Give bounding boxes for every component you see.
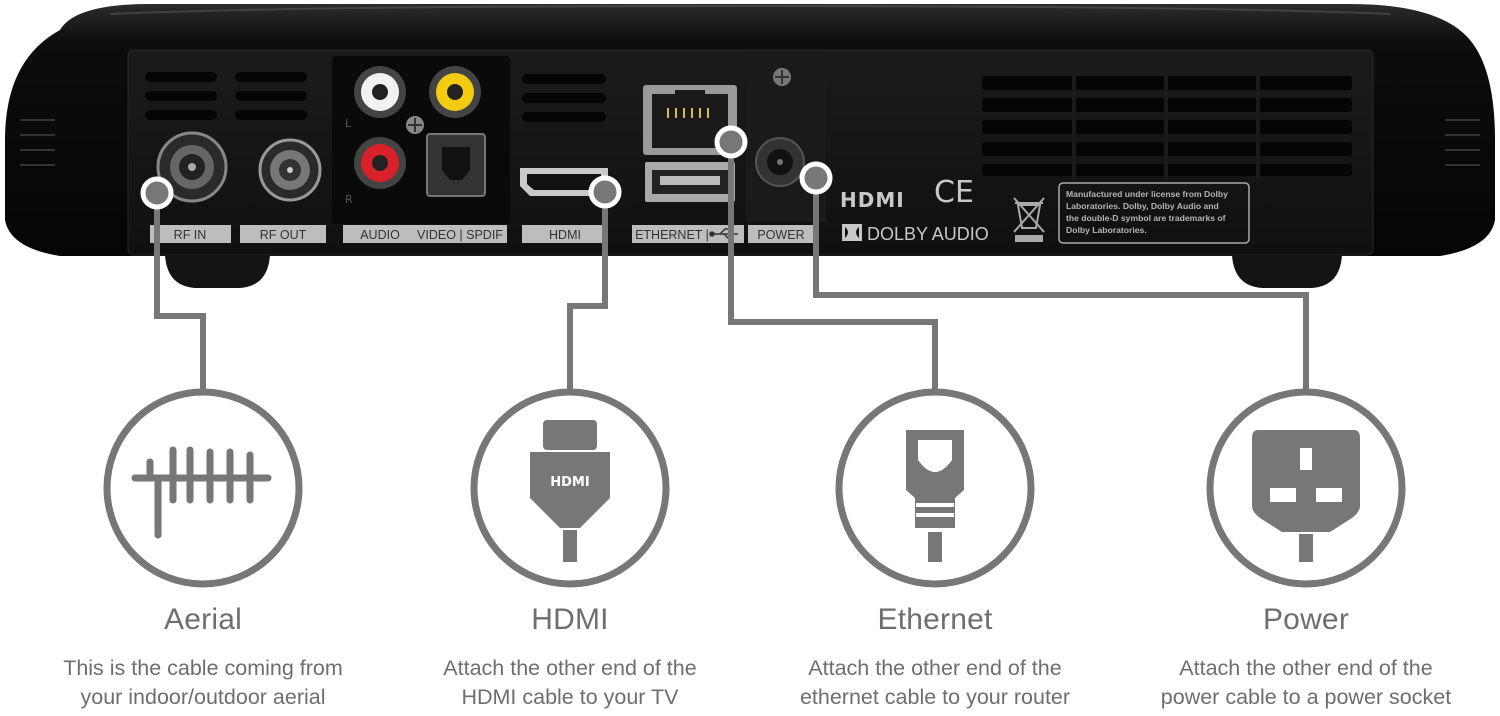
- power-desc-line: power cable to a power socket: [1160, 685, 1452, 709]
- port-label-power: POWER: [757, 228, 804, 242]
- power-port-marker: [799, 161, 833, 195]
- hdmi-title: HDMI: [531, 603, 609, 636]
- audio-right-jack: [354, 137, 406, 189]
- ethernet-caption: Ethernet Attach the other end of the eth…: [745, 603, 1125, 712]
- aerial-icon-circle: [103, 388, 303, 588]
- ethernet-plug-icon: [906, 430, 964, 562]
- ethernet-title: Ethernet: [877, 603, 993, 636]
- hdmi-connector-line: [567, 192, 608, 392]
- left-channel-mark: L: [345, 117, 352, 130]
- power-connector-line: [813, 178, 1309, 392]
- ethernet-connector-line: [728, 142, 938, 392]
- dolby-license-box: Manufactured under license from Dolby La…: [1058, 182, 1250, 244]
- audio-left-jack: [354, 66, 406, 118]
- port-label-strip: RF IN RF OUT AUDIO VIDEO | SPDIF HDMI ET…: [150, 225, 814, 243]
- ce-mark: CE: [934, 175, 974, 210]
- connector-lines: [154, 142, 1309, 392]
- aerial-port-marker: [140, 176, 174, 210]
- port-label-ethernet: ETHERNET |: [635, 228, 709, 242]
- port-markers: [140, 125, 833, 210]
- antenna-icon: [131, 446, 272, 539]
- license-line: Dolby Laboratories.: [1066, 225, 1147, 235]
- aerial-desc-line: your indoor/outdoor aerial: [80, 685, 326, 709]
- port-label-video-spdif: VIDEO | SPDIF: [417, 228, 503, 242]
- right-channel-mark: R: [345, 193, 353, 206]
- license-line: Laboratories. Dolby, Dolby Audio and: [1066, 201, 1219, 211]
- aerial-connector-line: [154, 193, 206, 392]
- rf-in-port: [156, 131, 228, 203]
- set-top-box: L R: [5, 4, 1495, 288]
- ethernet-port-marker: [714, 125, 748, 159]
- aerial-caption: Aerial This is the cable coming from you…: [13, 603, 393, 712]
- license-line: the double-D symbol are trademarks of: [1066, 213, 1226, 223]
- ethernet-desc-line: Attach the other end of the: [808, 656, 1062, 680]
- hdmi-plug-icon: HDMI: [530, 420, 610, 562]
- hdmi-desc-line: HDMI cable to your TV: [461, 685, 679, 709]
- port-label-rf-in: RF IN: [174, 228, 207, 242]
- port-label-rf-out: RF OUT: [260, 228, 307, 242]
- ethernet-desc-line: ethernet cable to your router: [799, 685, 1071, 709]
- usb-port: [645, 162, 735, 202]
- power-plug-icon: [1252, 430, 1360, 562]
- video-jack: [429, 66, 481, 118]
- hdmi-port: [520, 168, 608, 196]
- port-label-hdmi: HDMI: [549, 228, 581, 242]
- hdmi-desc-line: Attach the other end of the: [443, 656, 697, 680]
- hdmi-caption: HDMI Attach the other end of the HDMI ca…: [380, 603, 760, 712]
- power-caption: Power Attach the other end of the power …: [1116, 603, 1496, 712]
- spdif-port: [426, 133, 486, 197]
- license-line: Manufactured under license from Dolby: [1066, 189, 1228, 199]
- dolby-audio-logo: DOLBY AUDIO: [867, 224, 989, 244]
- power-desc-line: Attach the other end of the: [1179, 656, 1433, 680]
- port-label-audio: AUDIO: [360, 228, 400, 242]
- weee-bin-icon: [1013, 197, 1045, 242]
- aerial-title: Aerial: [164, 603, 242, 636]
- hdmi-port-marker: [588, 175, 622, 209]
- rf-out-port: [258, 138, 322, 202]
- aerial-desc-line: This is the cable coming from: [63, 656, 343, 680]
- hdmi-logo: HDMI: [840, 188, 905, 212]
- hdmi-icon-text: HDMI: [550, 475, 589, 490]
- dolby-double-d-icon: [842, 224, 862, 241]
- power-socket: [755, 137, 805, 187]
- power-title: Power: [1262, 603, 1350, 636]
